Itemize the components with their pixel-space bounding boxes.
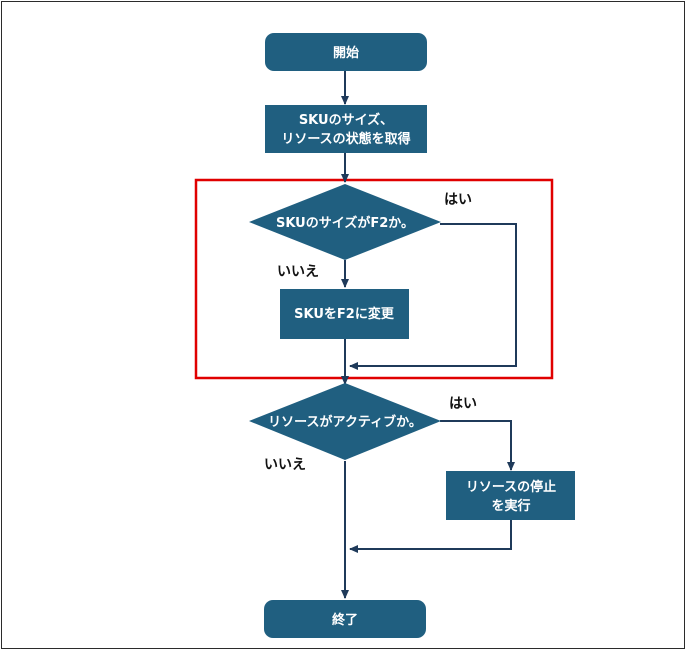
get-state-label-line2: リソースの状態を取得 [281, 131, 410, 147]
decision-active-label: リソースがアクティブか。 [268, 414, 422, 430]
connector-stop-merge [349, 520, 512, 553]
edge-label-no-1: いいえ [277, 264, 319, 280]
start-label: 開始 [333, 45, 359, 61]
edge-label-yes-2: はい [449, 396, 477, 412]
edge-label-no-2: いいえ [264, 457, 306, 473]
end-node: 終了 [264, 600, 426, 638]
stop-resource-label-line1: リソースの停止 [466, 479, 556, 495]
connector-decision1-yes [349, 223, 517, 370]
decision-sku-node: SKUのサイズがF2か。 [249, 184, 441, 260]
get-state-node: SKUのサイズ、 リソースの状態を取得 [265, 105, 427, 153]
change-sku-label: SKUをF2に変更 [294, 306, 395, 322]
decision-sku-label: SKUのサイズがF2か。 [276, 215, 414, 231]
connector-decision2-yes [440, 420, 515, 471]
stop-resource-label-line2: を実行 [491, 498, 530, 514]
change-sku-node: SKUをF2に変更 [280, 289, 409, 339]
get-state-label-line1: SKUのサイズ、 [299, 112, 393, 128]
decision-active-node: リソースがアクティブか。 [249, 383, 441, 460]
stop-resource-node: リソースの停止 を実行 [446, 471, 575, 520]
start-node: 開始 [265, 33, 427, 71]
end-label: 終了 [332, 612, 358, 628]
edge-label-yes-1: はい [444, 192, 472, 208]
highlight-box [194, 178, 554, 380]
